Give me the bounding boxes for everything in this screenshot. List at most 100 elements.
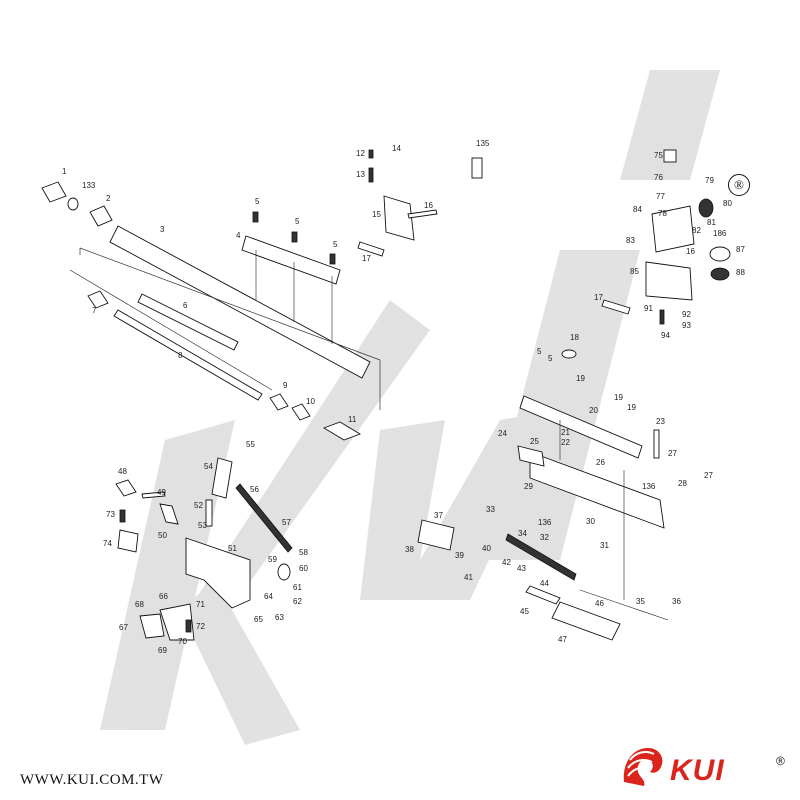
part-number-label: 3 — [160, 225, 165, 234]
part-number-label: 8 — [178, 351, 183, 360]
part-number-label: 7 — [92, 306, 97, 315]
part-pin-12 — [368, 149, 374, 159]
part-number-label: 79 — [705, 176, 714, 185]
part-number-label: 85 — [630, 267, 639, 276]
part-number-label: 40 — [482, 544, 491, 553]
footer-website-url[interactable]: WWW.KUI.COM.TW — [20, 772, 164, 788]
part-cap-18 — [561, 349, 577, 359]
part-bolt-37 — [417, 519, 455, 551]
part-number-label: 5 — [333, 240, 338, 249]
part-ring-88 — [710, 267, 730, 281]
panel-outline-6 — [79, 247, 381, 410]
part-number-label: 14 — [392, 144, 401, 153]
part-knob-75 — [663, 149, 677, 163]
part-spring-34 — [505, 533, 577, 581]
part-number-label: 12 — [356, 149, 365, 158]
part-pin-16 — [407, 209, 438, 219]
part-number-label: 57 — [282, 518, 291, 527]
part-number-label: 77 — [656, 192, 665, 201]
part-block-74 — [117, 529, 139, 553]
part-pin-17-right — [601, 299, 631, 315]
part-number-label: 5 — [537, 347, 542, 356]
part-number-label: 31 — [600, 541, 609, 550]
part-number-label: 13 — [356, 170, 365, 179]
part-trigger-70 — [159, 603, 195, 641]
part-number-label: 45 — [520, 607, 529, 616]
part-washer-87 — [709, 246, 731, 262]
part-number-label: 39 — [455, 551, 464, 560]
part-number-label: 50 — [158, 531, 167, 540]
brand-registered-mark: ® — [776, 754, 785, 768]
part-number-label: 65 — [254, 615, 263, 624]
part-number-label: 17 — [594, 293, 603, 302]
part-number-label: 4 — [236, 231, 241, 240]
part-number-label: 76 — [654, 173, 663, 182]
part-number-label: 133 — [82, 181, 96, 190]
part-inner-tube-6 — [137, 293, 239, 351]
part-number-label: 19 — [627, 403, 636, 412]
watermark-letter-k-arm-lower — [180, 580, 300, 745]
part-number-label: 83 — [626, 236, 635, 245]
part-threaded-adapter — [89, 205, 113, 227]
part-spring-57 — [235, 483, 293, 553]
part-number-label: 60 — [299, 564, 308, 573]
part-number-label: 27 — [668, 449, 677, 458]
watermark-kui — [100, 70, 720, 745]
part-end-cap-11 — [322, 421, 362, 441]
rail-leader-lines — [255, 250, 333, 344]
part-rail-20 — [519, 395, 643, 459]
part-number-label: 53 — [198, 521, 207, 530]
part-cylinder-59 — [277, 563, 291, 581]
part-number-label: 94 — [661, 331, 670, 340]
watermark-letter-i-dot — [620, 70, 720, 180]
part-number-label: 61 — [293, 583, 302, 592]
part-number-label: 33 — [486, 505, 495, 514]
part-number-label: 88 — [736, 268, 745, 277]
part-lever-54 — [211, 457, 233, 499]
part-number-label: 22 — [561, 438, 570, 447]
part-number-label: 59 — [268, 555, 277, 564]
part-pin-23 — [653, 429, 660, 459]
part-number-label: 19 — [614, 393, 623, 402]
part-number-label: 26 — [596, 458, 605, 467]
part-rod-44 — [525, 585, 561, 605]
part-spring-93 — [659, 309, 665, 325]
part-number-label: 82 — [692, 226, 701, 235]
part-number-label: 62 — [293, 597, 302, 606]
part-wheel-80 — [698, 198, 714, 218]
scope-mount-assembly — [601, 149, 731, 325]
watermark-letter-i-stem — [480, 250, 640, 560]
part-number-label: 21 — [561, 428, 570, 437]
part-block-78 — [651, 205, 695, 253]
part-number-label: 58 — [299, 548, 308, 557]
part-spring-73 — [119, 509, 126, 523]
part-receiver-26 — [529, 451, 665, 529]
part-number-label: 16 — [424, 201, 433, 210]
part-number-label: 186 — [713, 229, 727, 238]
part-sight-block-15 — [383, 195, 415, 241]
part-number-label: 56 — [250, 485, 259, 494]
part-number-label: 37 — [434, 511, 443, 520]
part-number-label: 87 — [736, 245, 745, 254]
part-number-label: 11 — [348, 415, 357, 424]
part-muzzle-cap — [41, 181, 67, 203]
part-number-label: 51 — [228, 544, 237, 553]
part-number-label: 47 — [558, 635, 567, 644]
part-number-label: 74 — [103, 539, 112, 548]
trigger-assembly — [115, 457, 293, 641]
part-number-label: 43 — [517, 564, 526, 573]
part-spring-13 — [368, 167, 374, 183]
panel-outline-8 — [69, 269, 273, 391]
brand-name: KUI — [670, 754, 725, 787]
part-number-label: 32 — [540, 533, 549, 542]
part-housing-51 — [185, 537, 251, 609]
part-slide-46 — [551, 601, 621, 641]
part-number-label: 92 — [682, 310, 691, 319]
part-number-label: 136 — [538, 518, 552, 527]
part-rod-35 — [579, 589, 669, 621]
part-number-label: 91 — [644, 304, 653, 313]
part-number-label: 18 — [570, 333, 579, 342]
part-coupler-9 — [269, 393, 289, 411]
